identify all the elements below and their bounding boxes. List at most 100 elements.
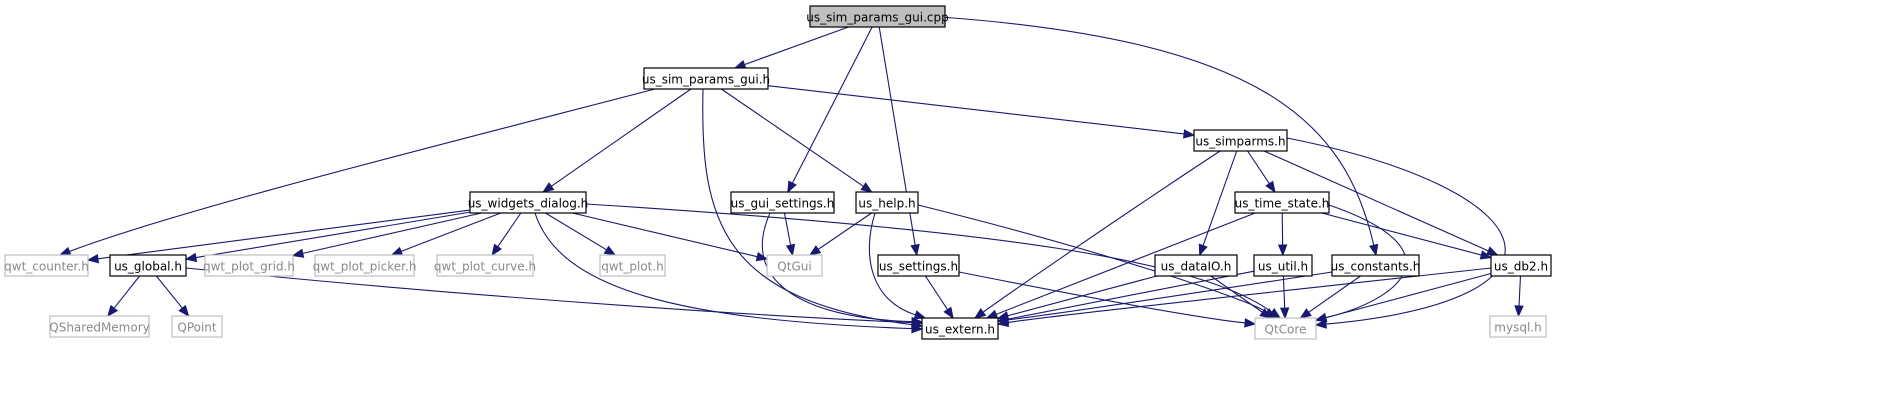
node-qwt-plot-grid-h: qwt_plot_grid.h <box>203 254 295 277</box>
edge-arrowhead <box>58 246 72 256</box>
edge-us_db2_h-to-us_extern_h <box>996 267 1492 328</box>
edge-line <box>958 271 1246 324</box>
node-label: QSharedMemory <box>49 321 150 335</box>
node-label: qwt_counter.h <box>4 260 89 274</box>
edge-arrowhead <box>911 317 924 328</box>
node-us-widgets-dialog-h[interactable]: us_widgets_dialog.h <box>468 191 589 214</box>
edge-us_sim_params_gui_cpp-to-us_settings_h <box>878 26 920 257</box>
edge-us_util_h-to-us_extern_h <box>996 270 1255 324</box>
node-us-sim-params-gui-cpp[interactable]: us_sim_params_gui.cpp <box>806 5 949 28</box>
node-us-dataio-h[interactable]: us_dataIO.h <box>1154 254 1238 277</box>
node-us-time-state-h[interactable]: us_time_state.h <box>1234 191 1330 214</box>
edge-arrowhead <box>107 304 119 318</box>
node-us-simparms-h[interactable]: us_simparms.h <box>1193 129 1288 152</box>
edge-line <box>1263 150 1489 252</box>
edge-us_sim_params_gui_h-to-us_widgets_dialog_h <box>541 88 692 193</box>
edge-us_db2_h-to-mysql_h <box>1514 275 1524 318</box>
node-label: qwt_plot_picker.h <box>313 260 417 274</box>
edge-arrowhead <box>913 310 927 320</box>
edge-arrowhead <box>1265 180 1276 194</box>
node-label: us_help.h <box>858 197 915 211</box>
edge-line <box>791 26 873 184</box>
node-layer: us_sim_params_gui.cpp us_sim_params_gui.h… <box>4 5 1552 340</box>
edge-arrowhead <box>1279 307 1290 320</box>
edge-line <box>939 16 1375 246</box>
edge-line <box>113 275 141 309</box>
edge-arrowhead <box>911 323 924 334</box>
node-qsharedmemory: QSharedMemory <box>49 315 150 338</box>
node-box <box>109 254 187 277</box>
edge-arrowhead <box>541 182 555 193</box>
edge-arrowhead <box>943 306 954 320</box>
edge-line <box>572 212 758 258</box>
edge-us_sim_params_gui_cpp-to-us_gui_settings_h <box>787 26 873 194</box>
node-us-global-h[interactable]: us_global.h <box>109 254 187 277</box>
node-us-gui-settings-h[interactable]: us_gui_settings.h <box>730 191 835 214</box>
node-qwt-plot-curve-h: qwt_plot_curve.h <box>434 254 536 277</box>
edge-line <box>817 212 872 250</box>
edge-line <box>185 267 913 324</box>
node-mysql-h: mysql.h <box>1489 315 1547 338</box>
node-label: qwt_plot.h <box>601 260 664 274</box>
edge-arrowhead <box>1369 243 1379 257</box>
node-us-extern-h[interactable]: us_extern.h <box>921 317 999 340</box>
edge-line <box>545 212 607 251</box>
node-box <box>1490 254 1552 277</box>
edge-arrowhead <box>1514 305 1524 318</box>
node-label: us_db2.h <box>1494 260 1548 274</box>
edge-arrowhead <box>86 254 100 264</box>
node-us-help-h[interactable]: us_help.h <box>855 191 919 214</box>
node-box <box>1254 317 1317 340</box>
node-label: QPoint <box>177 321 217 335</box>
edge-us_time_state_h-to-us_db2_h <box>1321 212 1493 260</box>
edge-arrowhead <box>860 182 873 193</box>
edge-us_global_h-to-us_extern_h <box>185 267 924 328</box>
edge-us_global_h-to-qsharedmemory <box>107 275 141 318</box>
edge-line <box>761 212 913 323</box>
node-label: qwt_plot_grid.h <box>203 260 295 274</box>
edge-arrowhead <box>291 248 305 258</box>
edge-line <box>1321 212 1482 256</box>
edge-line <box>1007 275 1157 317</box>
edge-us_time_state_h-to-us_util_h <box>1277 212 1288 257</box>
edge-line <box>1202 150 1238 246</box>
edge-arrowhead <box>808 245 822 256</box>
node-qwt-plot-picker-h: qwt_plot_picker.h <box>313 254 417 277</box>
edge-arrowhead <box>910 243 920 257</box>
edge-line <box>1282 275 1286 309</box>
edge-arrowhead <box>184 252 198 263</box>
node-us-db2-h[interactable]: us_db2.h <box>1490 254 1552 277</box>
node-label: us_settings.h <box>879 260 958 274</box>
edge-line <box>1286 137 1506 325</box>
node-label: us_sim_params_gui.h <box>642 73 770 87</box>
edge-line <box>744 26 849 66</box>
node-box <box>436 254 534 277</box>
edge-line <box>1007 267 1492 324</box>
edge-arrowhead <box>1183 129 1196 139</box>
node-us-sim-params-gui-h[interactable]: us_sim_params_gui.h <box>642 67 770 90</box>
node-us-settings-h[interactable]: us_settings.h <box>877 254 960 277</box>
node-box <box>1331 254 1420 277</box>
edge-us_sim_params_gui_cpp-to-us_sim_params_gui_h <box>733 26 849 69</box>
edge-arrowhead <box>1314 319 1327 329</box>
edge-us_widgets_dialog_h-to-us_extern_h <box>534 212 924 334</box>
edge-us_sim_params_gui_h-to-us_simparms_h <box>767 85 1196 139</box>
node-label: mysql.h <box>1494 321 1541 335</box>
edge-line <box>783 212 792 246</box>
edge-us_constants_h-to-qtcore <box>1299 275 1361 319</box>
node-box <box>730 191 835 214</box>
node-box <box>204 254 294 277</box>
node-us-constants-h[interactable]: us_constants.h <box>1331 254 1421 277</box>
edge-line <box>195 211 471 259</box>
node-box <box>4 254 89 277</box>
edge-arrowhead <box>985 309 999 319</box>
edge-line <box>156 275 183 309</box>
edge-us_util_h-to-qtcore <box>1279 275 1290 320</box>
edge-line <box>1210 275 1263 313</box>
node-us-util-h[interactable]: us_util.h <box>1253 254 1313 277</box>
edge-us_widgets_dialog_h-to-qwt_plot_h <box>545 212 617 256</box>
edge-us_simparms_h-to-qtcore <box>1286 137 1506 329</box>
node-label: us_gui_settings.h <box>731 197 835 211</box>
edge-line <box>1007 271 1333 321</box>
edge-us_widgets_dialog_h-to-us_global_h <box>184 211 471 263</box>
